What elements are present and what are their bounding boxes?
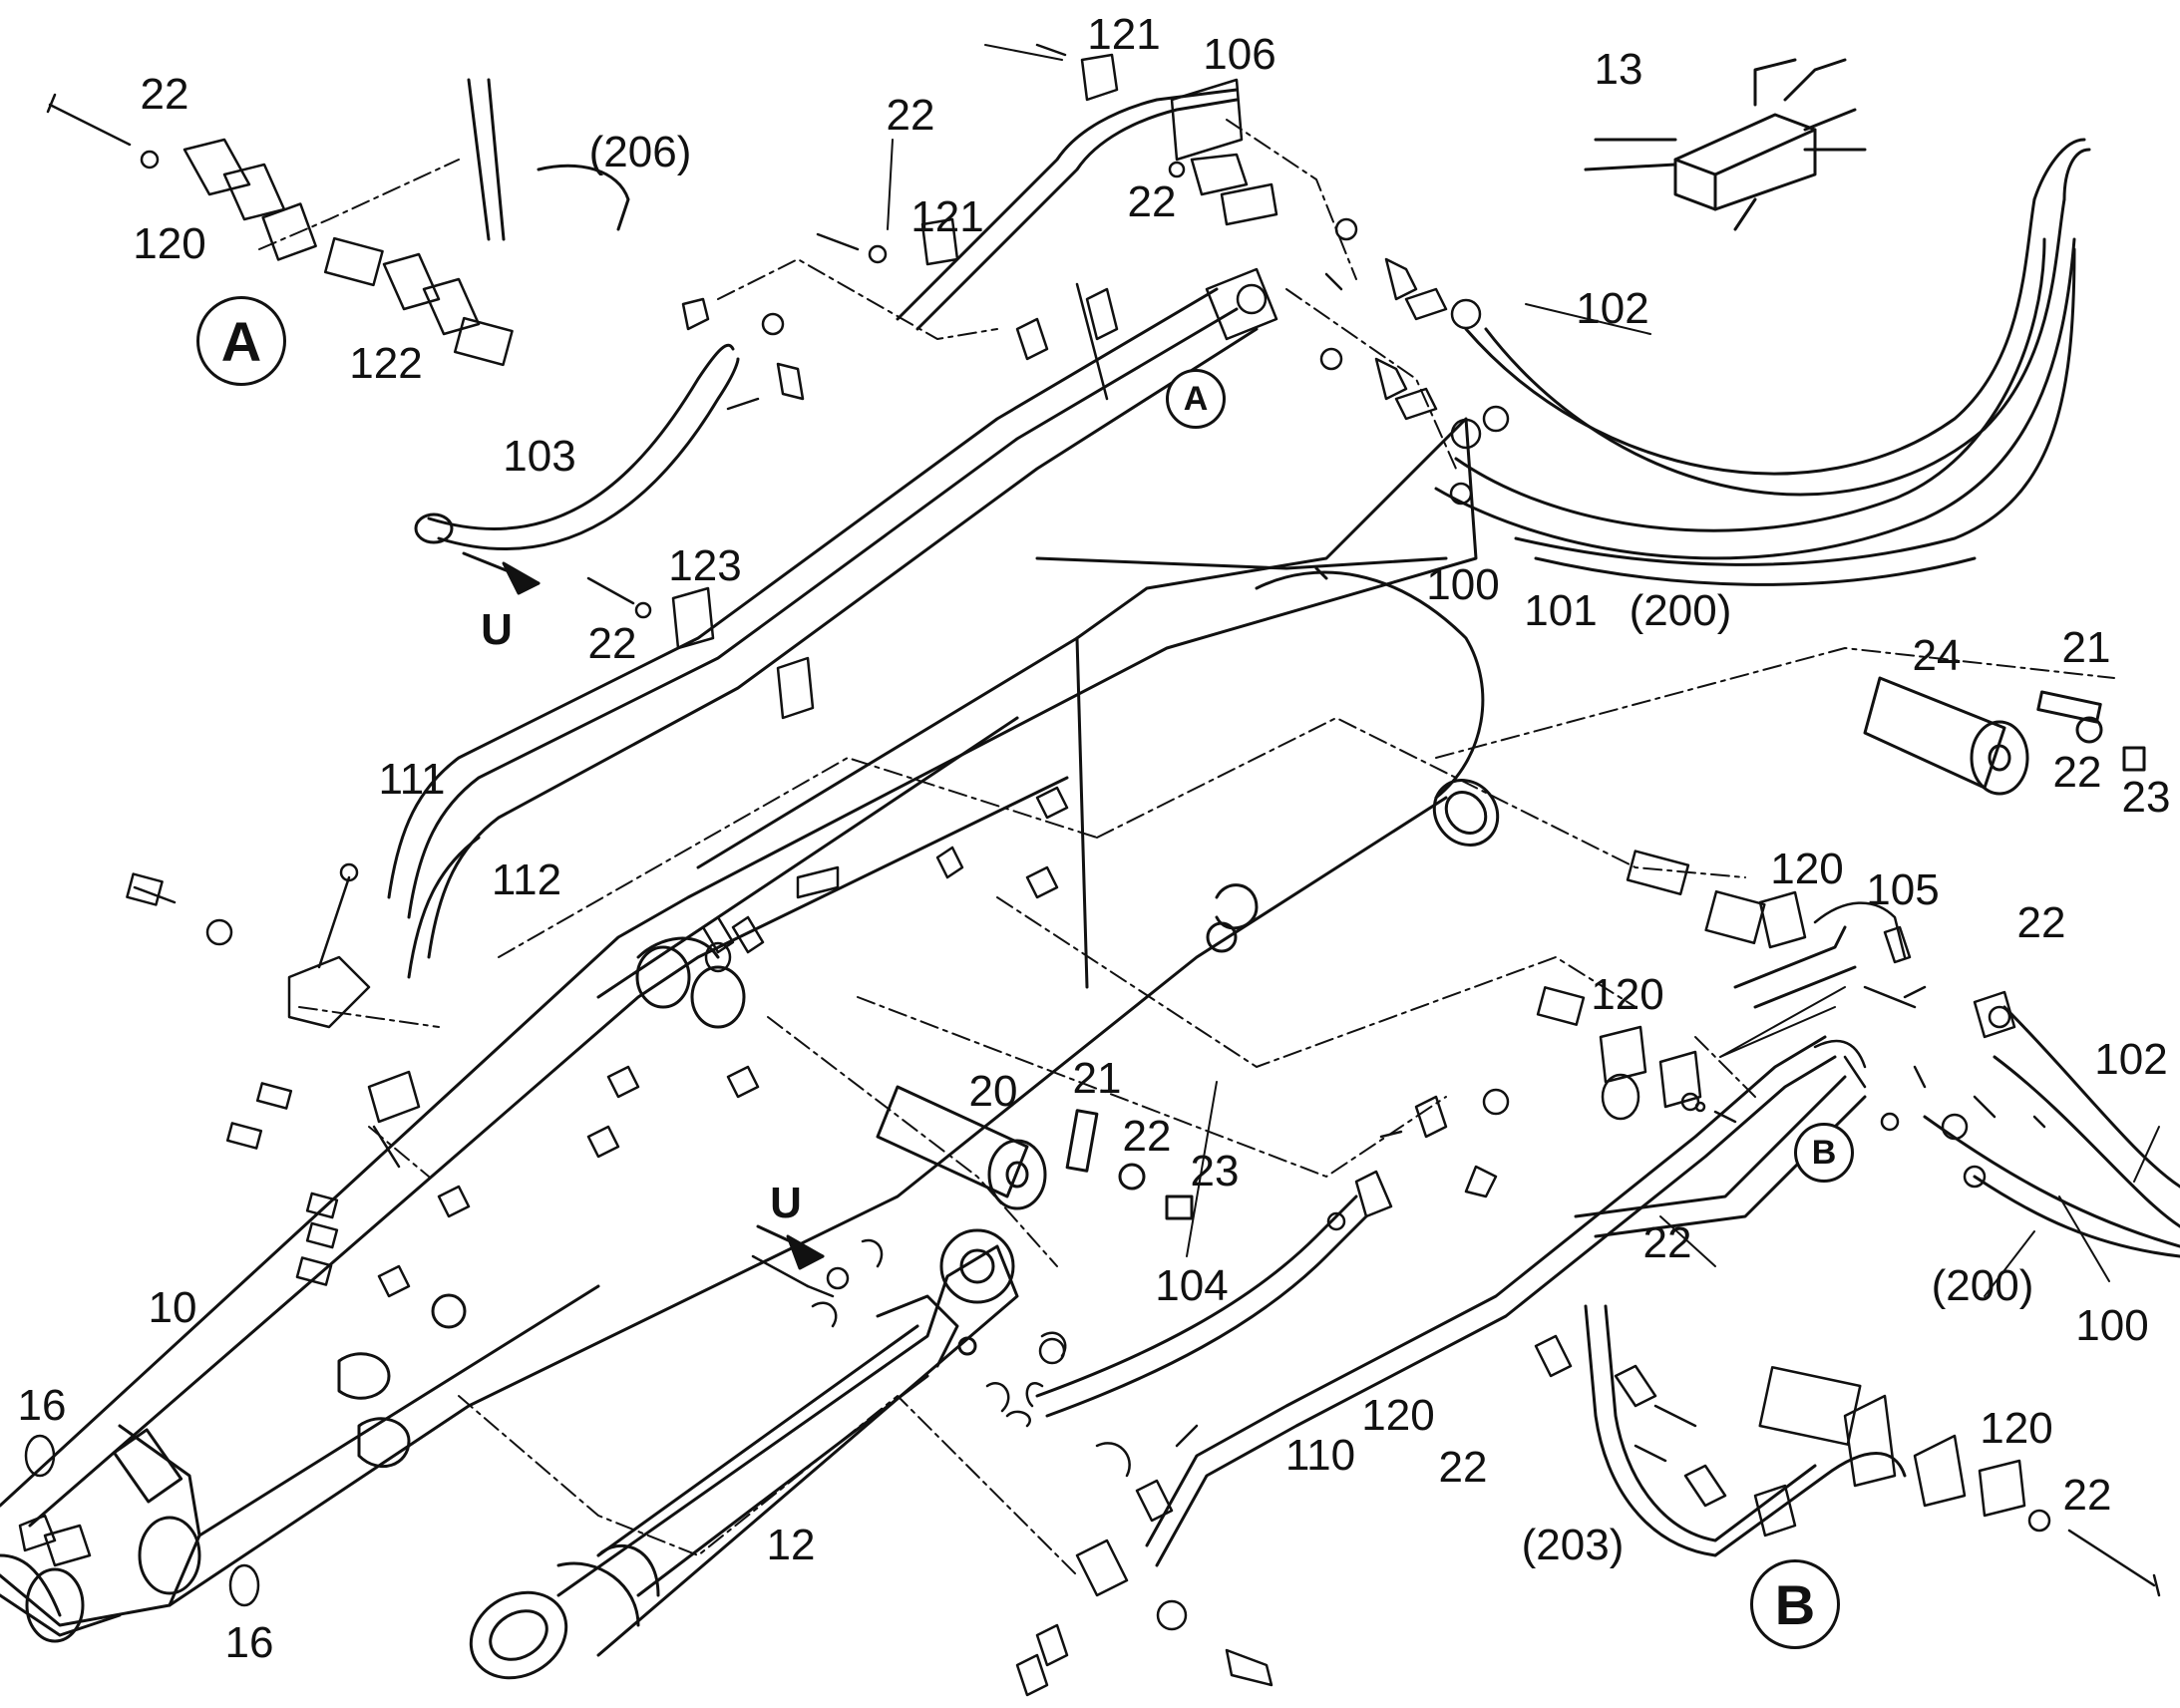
callout-102: 102: [1576, 284, 1649, 333]
callout-22: 22: [2062, 1471, 2112, 1520]
callout-24: 24: [1912, 631, 1962, 680]
callout-22: 22: [587, 619, 637, 668]
callout-22: 22: [1438, 1443, 1488, 1492]
callout-123: 123: [668, 541, 742, 590]
callout-111: 111: [378, 755, 446, 804]
hose-lines: [387, 78, 2180, 1567]
callout-20: 20: [968, 1067, 1018, 1116]
callout-105: 105: [1866, 865, 1940, 914]
leader-lines: [258, 119, 2115, 1576]
view-marker-b: B: [1750, 1559, 1840, 1649]
pin-20: [876, 1085, 1194, 1220]
cylinder-12: [469, 1228, 1019, 1680]
callout-16: 16: [224, 1618, 274, 1667]
callout-120: 120: [133, 219, 206, 268]
callout-23: 23: [2121, 773, 2171, 822]
callout-203: (203): [1521, 1521, 1625, 1569]
view-arrow-label-u: U: [770, 1179, 802, 1227]
callout-120: 120: [1980, 1404, 2053, 1453]
callout-101: 101: [1524, 586, 1598, 635]
callout-22: 22: [1122, 1112, 1172, 1161]
callout-22: 22: [1127, 177, 1177, 226]
callout-206: (206): [588, 128, 692, 176]
callout-200: (200): [1629, 586, 1732, 635]
callout-100: 100: [2075, 1301, 2149, 1350]
view-arrows: [462, 551, 825, 1270]
callout-100: 100: [1426, 560, 1500, 609]
callout-106: 106: [1203, 30, 1276, 79]
callout-122: 122: [349, 339, 423, 388]
view-marker-b-small: B: [1794, 1123, 1854, 1183]
callout-110: 110: [1284, 1431, 1356, 1480]
callout-22: 22: [2016, 898, 2066, 947]
callout-23: 23: [1190, 1147, 1240, 1196]
callout-12: 12: [766, 1521, 816, 1569]
callout-104: 104: [1155, 1261, 1229, 1310]
pin-24: [1863, 676, 2146, 796]
callout-13: 13: [1594, 45, 1643, 94]
callout-102: 102: [2094, 1035, 2168, 1084]
view-arrow-label-u: U: [481, 605, 513, 654]
callout-22: 22: [2052, 748, 2102, 797]
callout-10: 10: [148, 1283, 197, 1332]
callout-121: 121: [910, 192, 984, 241]
valve-block-13: [1584, 58, 1867, 231]
callout-16: 16: [17, 1381, 67, 1430]
callout-103: 103: [503, 432, 576, 481]
view-marker-a-small: A: [1166, 369, 1226, 429]
callout-120: 120: [1591, 970, 1664, 1019]
callout-22: 22: [1642, 1218, 1692, 1267]
callout-112: 112: [491, 855, 562, 904]
callout-200: (200): [1931, 1261, 2034, 1310]
callout-22: 22: [140, 70, 189, 119]
callout-120: 120: [1361, 1391, 1435, 1440]
callout-121: 121: [1087, 10, 1161, 59]
callout-21: 21: [2061, 623, 2111, 672]
view-marker-a: A: [196, 296, 286, 386]
boom-10: [0, 417, 1500, 1643]
callout-22: 22: [886, 91, 935, 140]
callout-21: 21: [1072, 1054, 1122, 1103]
hardware: [18, 43, 2161, 1697]
callout-leaders: [887, 44, 2160, 1297]
callout-120: 120: [1770, 845, 1844, 893]
